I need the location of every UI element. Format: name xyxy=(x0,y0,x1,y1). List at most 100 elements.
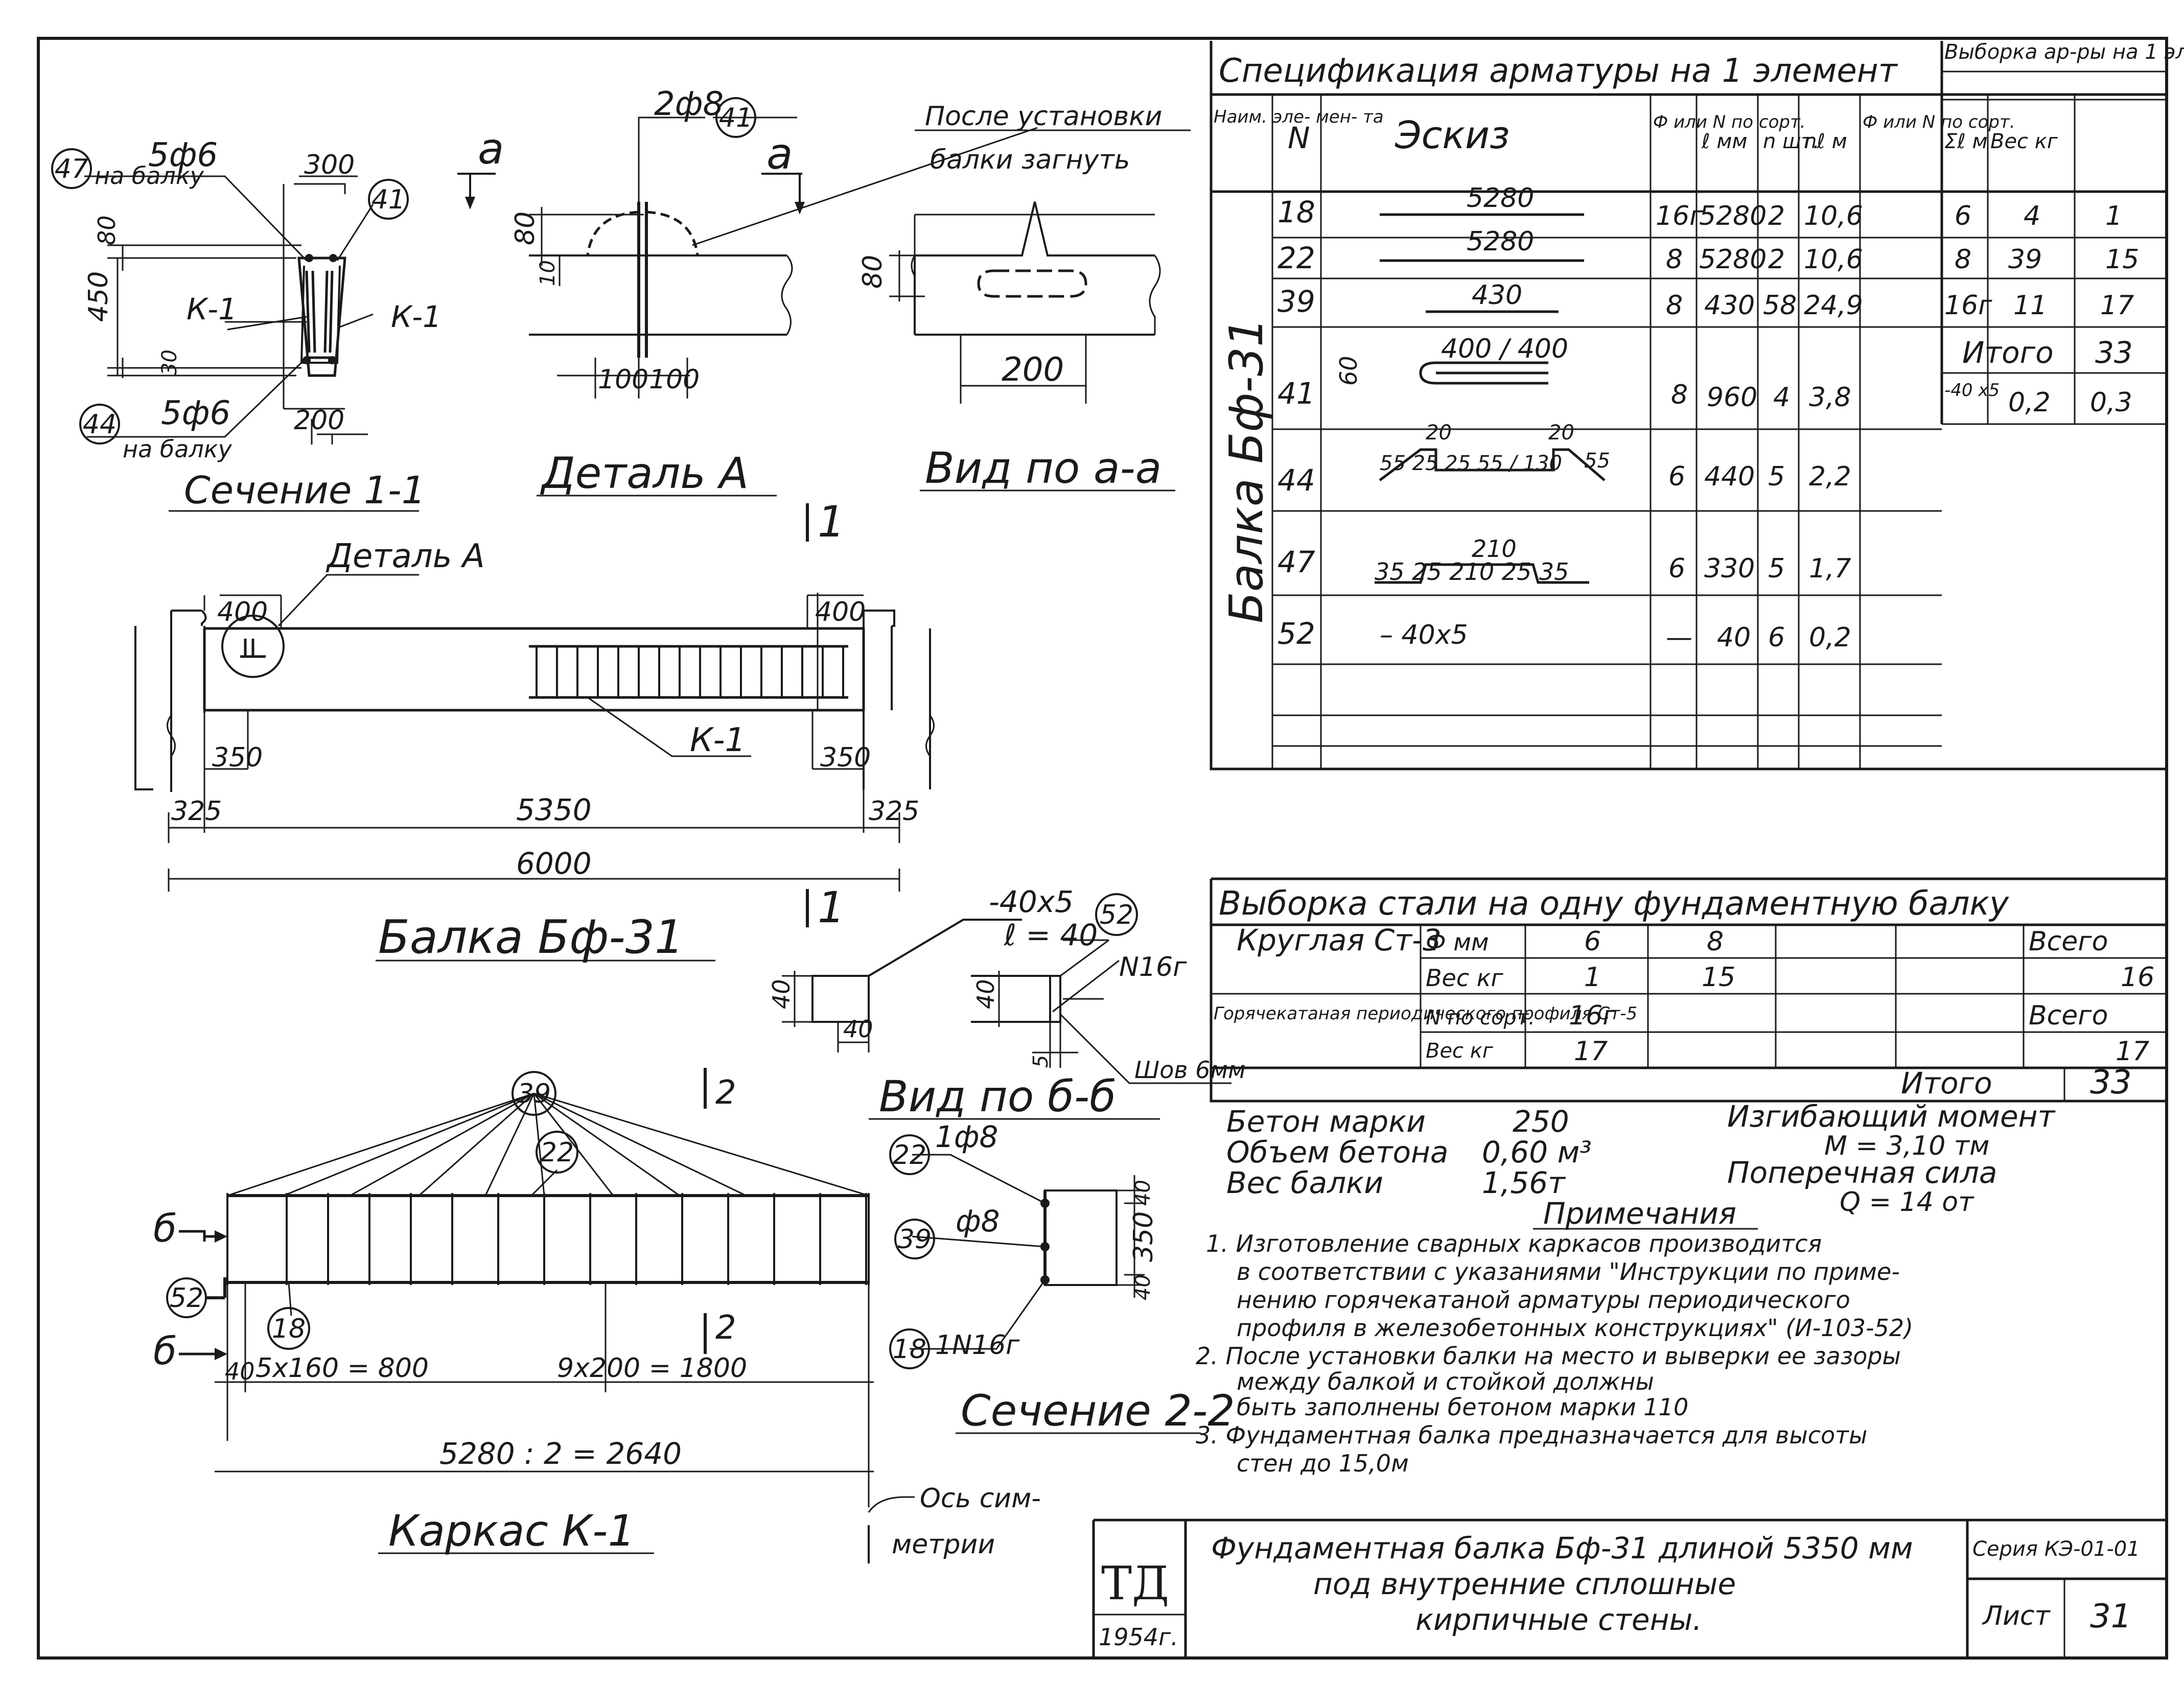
sample-plate-dia: -40 х5 xyxy=(1944,380,2000,401)
bend-note-1: После установки xyxy=(925,101,1162,132)
row-18-num: 18 xyxy=(1277,195,1315,229)
note-line-7: 3. Фундаментная балка предназначается дл… xyxy=(1196,1421,1867,1449)
view-a-a: 80 200 Вид по а-а xyxy=(857,201,1175,493)
steel-title: Выборка стали на одну фундаментную балку xyxy=(1219,885,2009,923)
detail-a-title: Деталь А xyxy=(540,448,749,498)
series-label: Серия КЭ-01-01 xyxy=(1972,1537,2140,1561)
volume-value: 0,60 м³ xyxy=(1482,1135,1592,1170)
dim-100-b: 100 xyxy=(649,364,700,395)
note-line-2: нению горячекатаной арматуры периодическ… xyxy=(1237,1286,1850,1314)
detail-a: 41 2ф8 80 10 100 100 а а После установки… xyxy=(457,85,1191,498)
bar-top-note: на балку xyxy=(95,162,204,190)
plate-label: -40х5 xyxy=(989,884,1074,919)
row-41-n: 4 xyxy=(1773,382,1790,413)
sample-w-6: 1 xyxy=(2105,201,2122,231)
hdr-n: n шт. xyxy=(1763,130,1820,153)
cut-1-top: 1 xyxy=(818,497,845,547)
round-label: Круглая Ст-3 xyxy=(1237,923,1442,957)
row-22-l: 5280 xyxy=(1699,244,1767,275)
beam-bf-31: 400 400 Деталь А 350 350 325 325 5350 60… xyxy=(134,497,935,964)
steel-table: Выборка стали на одну фундаментную балку… xyxy=(1210,877,2167,1103)
dim-10-detail: 10 xyxy=(536,260,560,286)
row-47-n: 5 xyxy=(1768,553,1785,584)
row-39-nl: 24,9 xyxy=(1804,290,1863,321)
dim-400-right: 400 xyxy=(815,597,866,627)
sample-total-label: Итого xyxy=(1962,335,2054,370)
hot-label: Горячекатаная периодического профиля Ст-… xyxy=(1214,1003,1637,1024)
row-44-l: 440 xyxy=(1704,461,1755,492)
row-22-sketch: 5280 xyxy=(1467,226,1534,257)
cut-a-left: а xyxy=(478,124,504,174)
sheet-frame xyxy=(37,37,2168,1660)
dim-40-frame: 40 xyxy=(225,1358,255,1385)
row-52-l: 40 xyxy=(1717,622,1751,653)
section-2-2-title: Сечение 2-2 xyxy=(961,1386,1235,1436)
hot-total: 17 xyxy=(2116,1036,2149,1067)
row-44-b: 20 xyxy=(1548,421,1574,445)
cut-b-top: б xyxy=(153,1207,177,1251)
round-dia-6: 6 xyxy=(1584,926,1601,957)
notes: Примечания 1. Изготовление сварных карка… xyxy=(1196,1196,1913,1477)
hdr-nl: nℓ м xyxy=(1804,130,1847,153)
row-41-nl: 3,8 xyxy=(1809,382,1851,413)
dim-40-sec-a: 40 xyxy=(1131,1180,1155,1206)
hot-weight-label: Вес кг xyxy=(1426,1039,1494,1063)
dim-1800: 9х200 = 1800 xyxy=(557,1353,747,1384)
dim-350-sec: 350 xyxy=(1128,1211,1159,1262)
title-logo: ТД xyxy=(1101,1557,1169,1610)
row-22-dia: 8 xyxy=(1666,244,1683,275)
round-w-8: 15 xyxy=(1702,962,1735,993)
dim-100-a: 100 xyxy=(598,364,648,395)
volume-label: Объем бетона xyxy=(1226,1135,1448,1170)
cut-b-bottom: б xyxy=(153,1329,177,1373)
dim-6000: 6000 xyxy=(516,846,592,881)
dim-200-view: 200 xyxy=(1002,351,1064,389)
hdr-num: N xyxy=(1288,121,1310,155)
weld-label: Шов 6мм xyxy=(1134,1056,1246,1084)
weight-value: 1,56т xyxy=(1482,1165,1566,1200)
callout-22-section: 22 xyxy=(893,1140,926,1171)
note-line-4: 2. После установки балки на место и выве… xyxy=(1196,1342,1901,1370)
hot-total-label: Всего xyxy=(2029,1000,2108,1031)
dim-80-view: 80 xyxy=(857,255,888,289)
beam-title: Балка Бф-31 xyxy=(378,910,684,964)
row-41-h: 60 xyxy=(1335,356,1362,386)
hot-sort: 16г xyxy=(1569,1000,1617,1031)
callout-41-detail: 41 xyxy=(719,103,753,133)
title-year: 1954г. xyxy=(1099,1623,1178,1651)
row-41-sketch: 400 / 400 xyxy=(1441,334,1568,364)
dim-80-detail: 80 xyxy=(510,212,541,245)
round-dia-label: Ф мм xyxy=(1426,928,1489,956)
section-2-2: 22 39 18 1ф8 ф8 1N16г 40 350 40 Сечение … xyxy=(889,1119,1235,1436)
row-44-dia: 6 xyxy=(1668,461,1685,492)
cut-1-bottom: 1 xyxy=(818,882,845,932)
sample-sl-8: 39 xyxy=(2008,244,2042,275)
bar-2f8: 2ф8 xyxy=(654,85,724,123)
concrete-value: 250 xyxy=(1513,1104,1569,1139)
section-1-1: 47 41 44 5ф6 на балку 5ф6 на балку 300 2… xyxy=(51,136,442,512)
row-52-sketch: – 40х5 xyxy=(1380,620,1468,650)
frame-k-1-title: Каркас К-1 xyxy=(388,1506,635,1556)
hdr-l: ℓ мм xyxy=(1701,130,1748,153)
dim-30: 30 xyxy=(158,349,181,376)
row-52-dia: — xyxy=(1666,622,1692,653)
weight-label: Вес балки xyxy=(1226,1165,1383,1200)
sample-dia-16: 16г xyxy=(1944,290,1992,321)
row-52-num: 52 xyxy=(1277,616,1315,651)
row-47-dia: 6 xyxy=(1668,553,1685,584)
bar-f8: ф8 xyxy=(956,1204,1000,1239)
bar-bottom-label: 5ф6 xyxy=(161,394,230,432)
view-a-a-title: Вид по а-а xyxy=(925,443,1161,493)
hdr-sl: Σℓ м xyxy=(1944,130,1988,153)
row-44-nl: 2,2 xyxy=(1809,461,1851,492)
round-w-6: 1 xyxy=(1584,962,1601,993)
hdr-dia2: Ф или N по сорт. xyxy=(1863,112,2015,132)
note-line-1: в соответствии с указаниями "Инструкции … xyxy=(1237,1258,1900,1286)
dim-300: 300 xyxy=(304,150,355,180)
frame-label-beam: К-1 xyxy=(690,721,746,759)
dim-5350: 5350 xyxy=(516,792,592,827)
dim-80: 80 xyxy=(93,215,121,245)
row-39-dia: 8 xyxy=(1666,290,1683,321)
note-line-3: профиля в железобетонных конструкциях" (… xyxy=(1237,1314,1913,1342)
hdr-sketch: Эскиз xyxy=(1395,113,1510,157)
